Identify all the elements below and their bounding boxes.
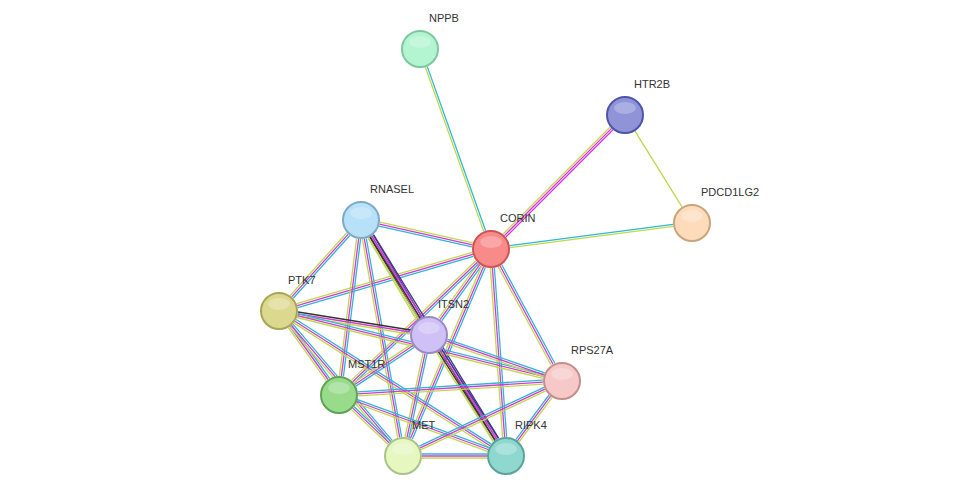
evidence-line [635, 131, 682, 207]
protein-label: RIPK4 [515, 419, 547, 431]
evidence-line [422, 457, 487, 458]
interaction-edge [358, 380, 543, 396]
node-highlight [614, 102, 636, 114]
protein-node: MST1R [320, 376, 358, 414]
evidence-line [448, 339, 545, 373]
protein-label: MET [412, 419, 435, 431]
evidence-line [293, 324, 392, 440]
protein-node: NPPB [401, 30, 439, 68]
interaction-edge [510, 224, 674, 247]
evidence-line [422, 453, 487, 454]
node-highlight [350, 207, 372, 219]
evidence-line [419, 387, 544, 446]
evidence-line [380, 224, 473, 245]
interaction-edge [446, 339, 544, 376]
protein-node: MET [384, 437, 422, 475]
evidence-line [440, 351, 497, 440]
evidence-line [293, 236, 350, 299]
protein-node: HTR2B [606, 96, 644, 134]
evidence-line [425, 67, 483, 231]
interaction-edge [297, 314, 544, 379]
interaction-edge [516, 395, 552, 442]
protein-label: RNASEL [370, 183, 414, 195]
evidence-line [517, 396, 550, 441]
interaction-edge [498, 265, 555, 365]
interaction-edge [379, 222, 473, 247]
evidence-line [420, 389, 545, 448]
protein-node: RNASEL [342, 201, 380, 239]
node-highlight [551, 368, 573, 380]
protein-label: ITSN2 [438, 298, 469, 310]
evidence-line [351, 410, 388, 445]
node-highlight [495, 443, 517, 455]
evidence-line [502, 265, 555, 364]
interaction-edge [288, 325, 329, 380]
protein-node: CORIN [472, 230, 510, 268]
evidence-line [516, 395, 549, 440]
protein-label: HTR2B [634, 78, 670, 90]
protein-node: PTK7 [260, 292, 298, 330]
evidence-line [291, 325, 390, 441]
evidence-line [500, 266, 553, 365]
evidence-line [446, 343, 543, 377]
protein-label: NPPB [429, 12, 459, 24]
protein-label: PTK7 [288, 274, 316, 286]
interaction-edge [290, 233, 350, 298]
interaction-edge [290, 324, 392, 443]
node-highlight [418, 322, 440, 334]
evidence-line [358, 384, 543, 396]
interaction-edge [419, 387, 545, 449]
evidence-line [292, 234, 349, 297]
protein-node: ITSN2 [410, 316, 448, 354]
evidence-line [427, 67, 485, 231]
evidence-line [372, 236, 497, 440]
protein-label: CORIN [500, 212, 535, 224]
protein-label: MST1R [348, 358, 385, 370]
interaction-edge [425, 67, 485, 232]
protein-label: RPS27A [571, 344, 613, 356]
evidence-line [358, 400, 489, 448]
protein-node: RPS27A [543, 362, 581, 400]
node-highlight [392, 443, 414, 455]
evidence-line [358, 382, 543, 394]
node-highlight [328, 382, 350, 394]
evidence-line [379, 226, 472, 247]
interaction-edge [635, 131, 682, 207]
evidence-line [510, 226, 673, 247]
node-highlight [480, 236, 502, 248]
interaction-edge [422, 454, 487, 458]
node-highlight [409, 36, 431, 48]
protein-node: RIPK4 [487, 437, 525, 475]
protein-node: PDCD1LG2 [673, 204, 711, 242]
evidence-line [380, 222, 473, 243]
evidence-line [422, 455, 487, 456]
evidence-line [498, 267, 551, 366]
node-highlight [681, 210, 703, 222]
evidence-line [290, 233, 347, 296]
evidence-line [438, 352, 495, 441]
node-highlight [268, 298, 290, 310]
evidence-line [447, 341, 544, 375]
protein-label: PDCD1LG2 [701, 186, 759, 198]
evidence-line [510, 224, 673, 245]
